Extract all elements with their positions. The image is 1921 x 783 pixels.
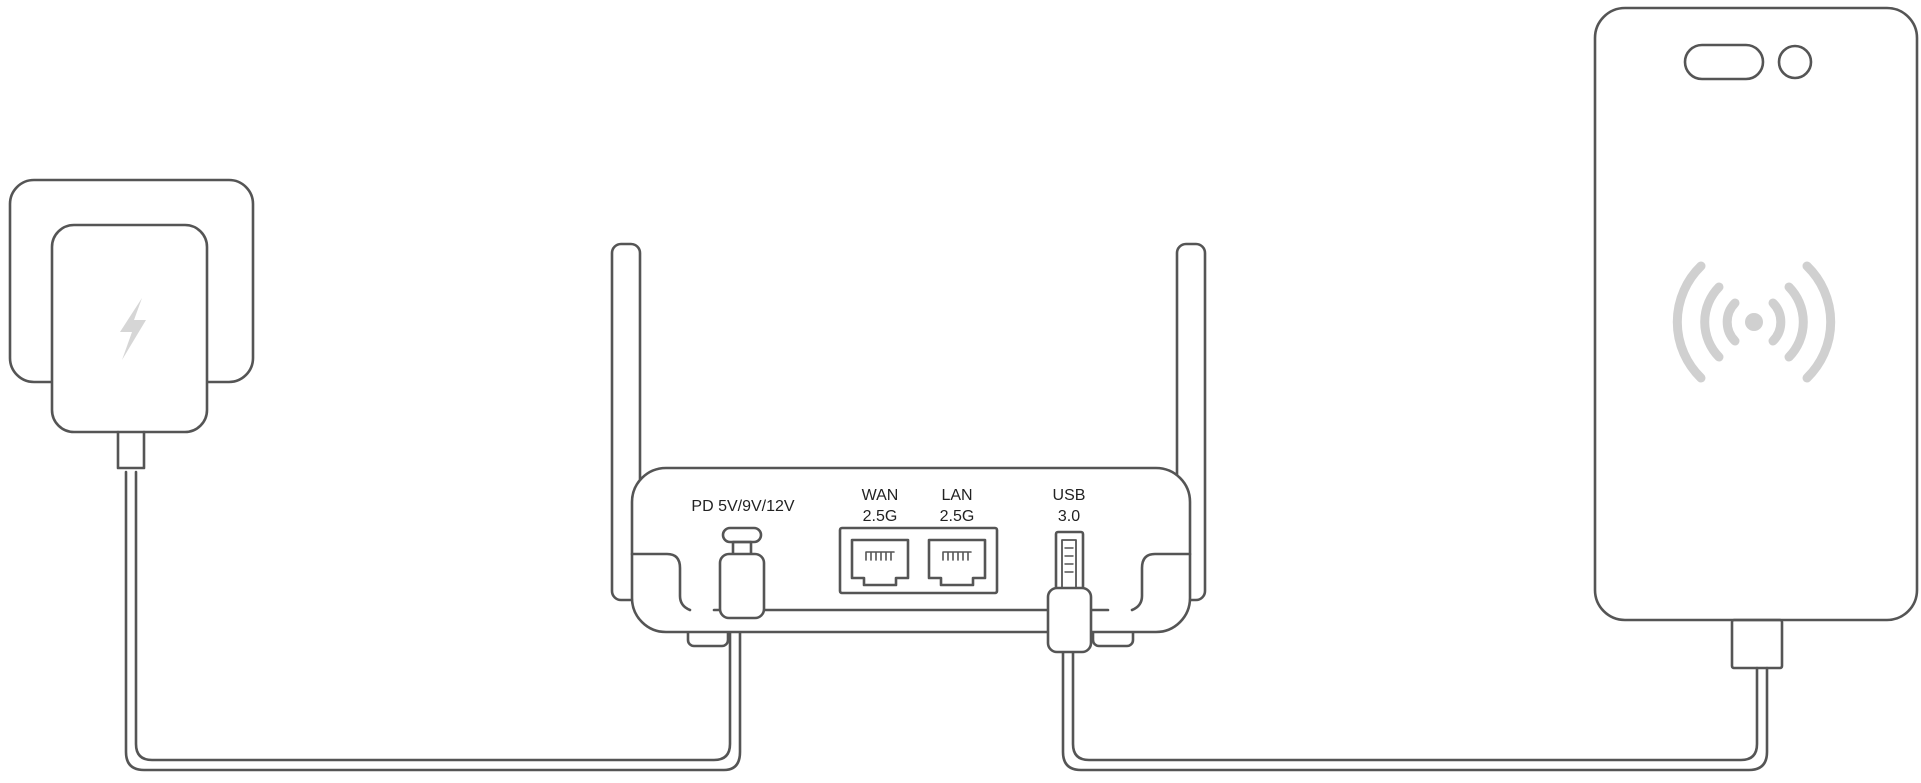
charger-plug-neck [116,430,146,470]
usb-cable [1061,650,1769,772]
phone-usb-plug [1730,618,1784,670]
phone [1593,6,1919,670]
usb-port-label: USB [1053,487,1086,504]
usb-plug-head [1046,586,1093,654]
wan-port-label: WAN [862,487,899,504]
router-side-right [1130,552,1192,612]
usb-port-speed-label: 3.0 [1058,508,1080,525]
lan-port-speed-label: 2.5G [940,508,975,525]
lightning-bolt-icon [120,298,146,360]
power-cable [124,470,742,772]
router-body [630,466,1192,634]
router-side-left [630,552,692,612]
phone-camera-pill [1683,43,1765,81]
wan-port [850,538,910,587]
power-port-label: PD 5V/9V/12V [691,498,795,515]
router [610,242,1207,654]
lan-port [927,538,987,587]
ethernet-ports-frame [838,526,999,595]
wan-port-speed-label: 2.5G [863,508,898,525]
power-plug-head [718,552,766,620]
phone-camera-lens [1777,44,1813,80]
wireless-signal-icon [1672,261,1836,383]
lan-port-label: LAN [941,487,972,504]
